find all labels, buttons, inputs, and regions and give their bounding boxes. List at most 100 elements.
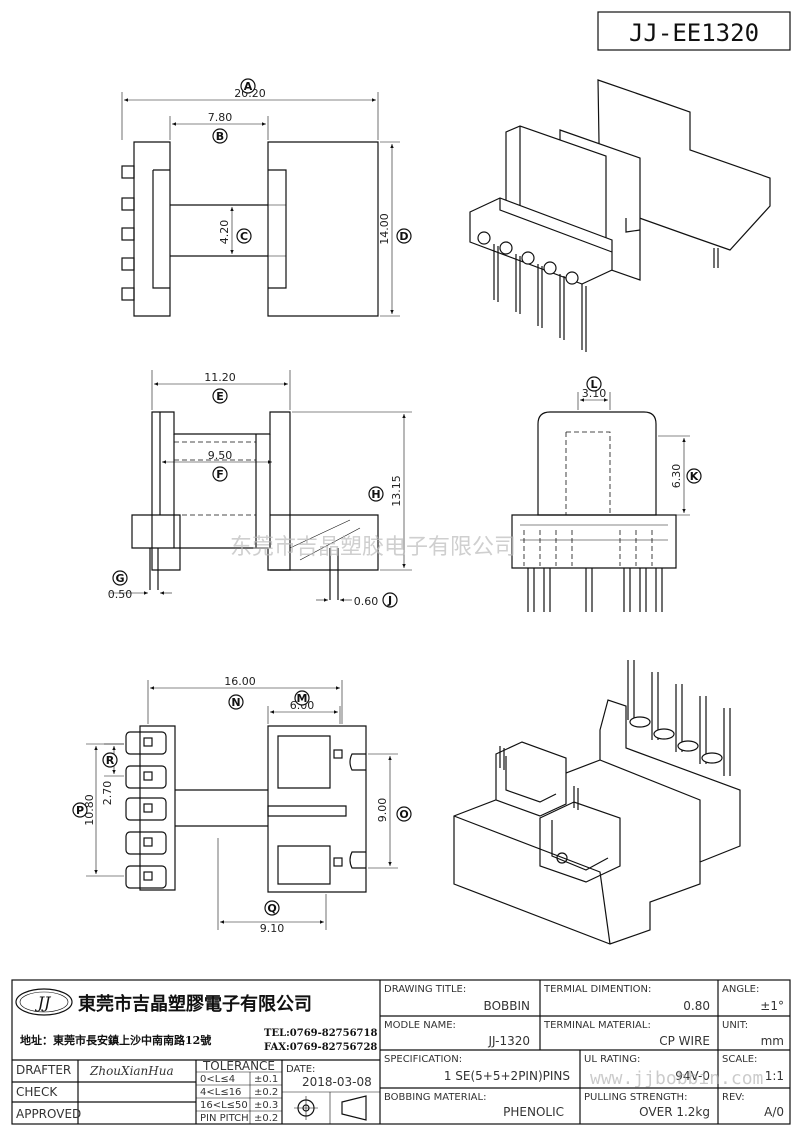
company-tel: TEL:0769-82756718 (264, 1028, 377, 1039)
label-o: O (396, 806, 412, 822)
label-m: M (294, 690, 310, 706)
tolerance-value-2: ±0.2 (254, 1087, 278, 1098)
svg-text:J: J (387, 594, 392, 607)
svg-text:C: C (240, 230, 248, 243)
dim-l-value: 3.10 (582, 387, 607, 400)
isometric-view-bottom (453, 660, 741, 945)
site-watermark: www.jjbobbin.com (590, 1068, 763, 1089)
label-b: B (212, 128, 228, 144)
drawing-number-box: JJ-EE1320 (597, 11, 791, 51)
model-name-value: JJ-1320 (487, 1034, 530, 1048)
company-fax: FAX:0769-82756728 (264, 1042, 377, 1053)
svg-text:Q: Q (267, 902, 276, 915)
scale-label: SCALE: (722, 1054, 757, 1065)
label-p: P (72, 802, 88, 818)
projection-symbol (294, 1095, 367, 1121)
svg-text:F: F (216, 468, 224, 481)
dim-q-value: 9.10 (260, 922, 285, 935)
dim-b-value: 7.80 (208, 111, 233, 124)
tolerance-range-3: 16<L≤50 (200, 1100, 248, 1111)
date-value: 2018-03-08 (302, 1075, 372, 1089)
svg-text:E: E (216, 390, 224, 403)
company-address: 地址：東莞市長安鎮上沙中南南路12號 (20, 1033, 211, 1047)
ul-rating-label: UL RATING: (584, 1054, 640, 1065)
svg-text:N: N (231, 696, 240, 709)
model-name-label: MODLE NAME: (384, 1020, 456, 1031)
specification-label: SPECIFICATION: (384, 1054, 462, 1065)
top-view: 20.20 7.80 4.20 14.00 (121, 87, 400, 317)
dim-r-value: 2.70 (101, 781, 114, 806)
label-d: D (396, 228, 412, 244)
angle-label: ANGLE: (722, 984, 759, 995)
dim-p-value: 10.80 (83, 794, 96, 826)
company-name: 東莞市吉晶塑膠電子有限公司 (78, 993, 312, 1015)
approved-label: APPROVED (16, 1107, 81, 1121)
svg-text:P: P (76, 804, 84, 817)
terminal-material-value: CP WIRE (659, 1034, 710, 1048)
rev-value: A/0 (764, 1105, 784, 1119)
dim-c-value: 4.20 (218, 220, 231, 245)
dim-o-value: 9.00 (376, 798, 389, 823)
label-a: A (240, 78, 256, 94)
drafter-signature: ZhouXianHua (89, 1064, 174, 1078)
bobbing-material-value: PHENOLIC (503, 1105, 564, 1119)
svg-text:JJ: JJ (35, 993, 52, 1012)
scale-value: 1:1 (765, 1069, 784, 1083)
label-k: K (686, 468, 702, 484)
bottom-view: 16.00 6.00 2.70 10.80 9.00 9.10 (83, 675, 398, 935)
dim-k-value: 6.30 (670, 464, 683, 489)
dim-f-value: 9.50 (208, 449, 233, 462)
ul-rating-value: 94V-0 (675, 1069, 710, 1083)
svg-text:R: R (106, 754, 115, 767)
svg-text:B: B (216, 130, 224, 143)
label-e: E (212, 388, 228, 404)
svg-text:K: K (690, 470, 699, 483)
tolerance-value-4: ±0.2 (254, 1113, 278, 1124)
specification-value: 1 SE(5+5+2PIN)PINS (444, 1069, 570, 1083)
isometric-view-top (469, 79, 771, 352)
dim-n-value: 16.00 (224, 675, 256, 688)
tolerance-value-3: ±0.3 (254, 1100, 278, 1111)
label-q: Q (264, 900, 280, 916)
svg-text:O: O (399, 808, 408, 821)
label-n: N (228, 694, 244, 710)
svg-text:M: M (297, 692, 308, 705)
svg-text:G: G (115, 572, 124, 585)
pulling-strength-label: PULLING STRENGTH: (584, 1092, 687, 1103)
terminal-dimension-value: 0.80 (683, 999, 710, 1013)
drawing-number: JJ-EE1320 (629, 19, 759, 47)
company-logo: JJ (15, 988, 73, 1016)
unit-label: UNIT: (722, 1020, 748, 1031)
terminal-dimension-label: TERMIAL DIMENTION: (543, 984, 651, 995)
company-watermark: 东莞市吉晶塑胶电子有限公司 (230, 535, 516, 560)
unit-value: mm (761, 1034, 784, 1048)
label-j: J (382, 592, 398, 608)
svg-text:A: A (244, 80, 253, 93)
pulling-strength-value: OVER 1.2kg (639, 1105, 710, 1119)
svg-text:D: D (399, 230, 408, 243)
label-l: L (586, 376, 602, 392)
svg-text:L: L (590, 378, 597, 391)
bobbing-material-label: BOBBING MATERIAL: (384, 1092, 486, 1103)
label-h: H (368, 486, 384, 502)
tolerance-label: TOLERANCE (202, 1059, 275, 1073)
label-r: R (102, 752, 118, 768)
tolerance-value-1: ±0.1 (254, 1074, 278, 1085)
dim-d-value: 14.00 (378, 213, 391, 245)
label-f: F (212, 466, 228, 482)
front-view: 11.20 9.50 0.50 13.15 0.60 (108, 370, 412, 608)
angle-value: ±1° (760, 999, 784, 1013)
drafter-label: DRAFTER (16, 1063, 71, 1077)
tolerance-range-1: 0<L≤4 (200, 1074, 235, 1085)
dim-g-value: 0.50 (108, 588, 133, 601)
rev-label: REV: (722, 1092, 745, 1103)
dim-h-value: 13.15 (390, 475, 403, 507)
tolerance-range-4: PIN PITCH (200, 1113, 249, 1124)
date-label: DATE: (286, 1064, 315, 1075)
drawing-title-value: BOBBIN (484, 999, 530, 1013)
check-label: CHECK (16, 1085, 58, 1099)
terminal-material-label: TERMINAL MATERIAL: (543, 1020, 651, 1031)
label-c: C (236, 228, 252, 244)
